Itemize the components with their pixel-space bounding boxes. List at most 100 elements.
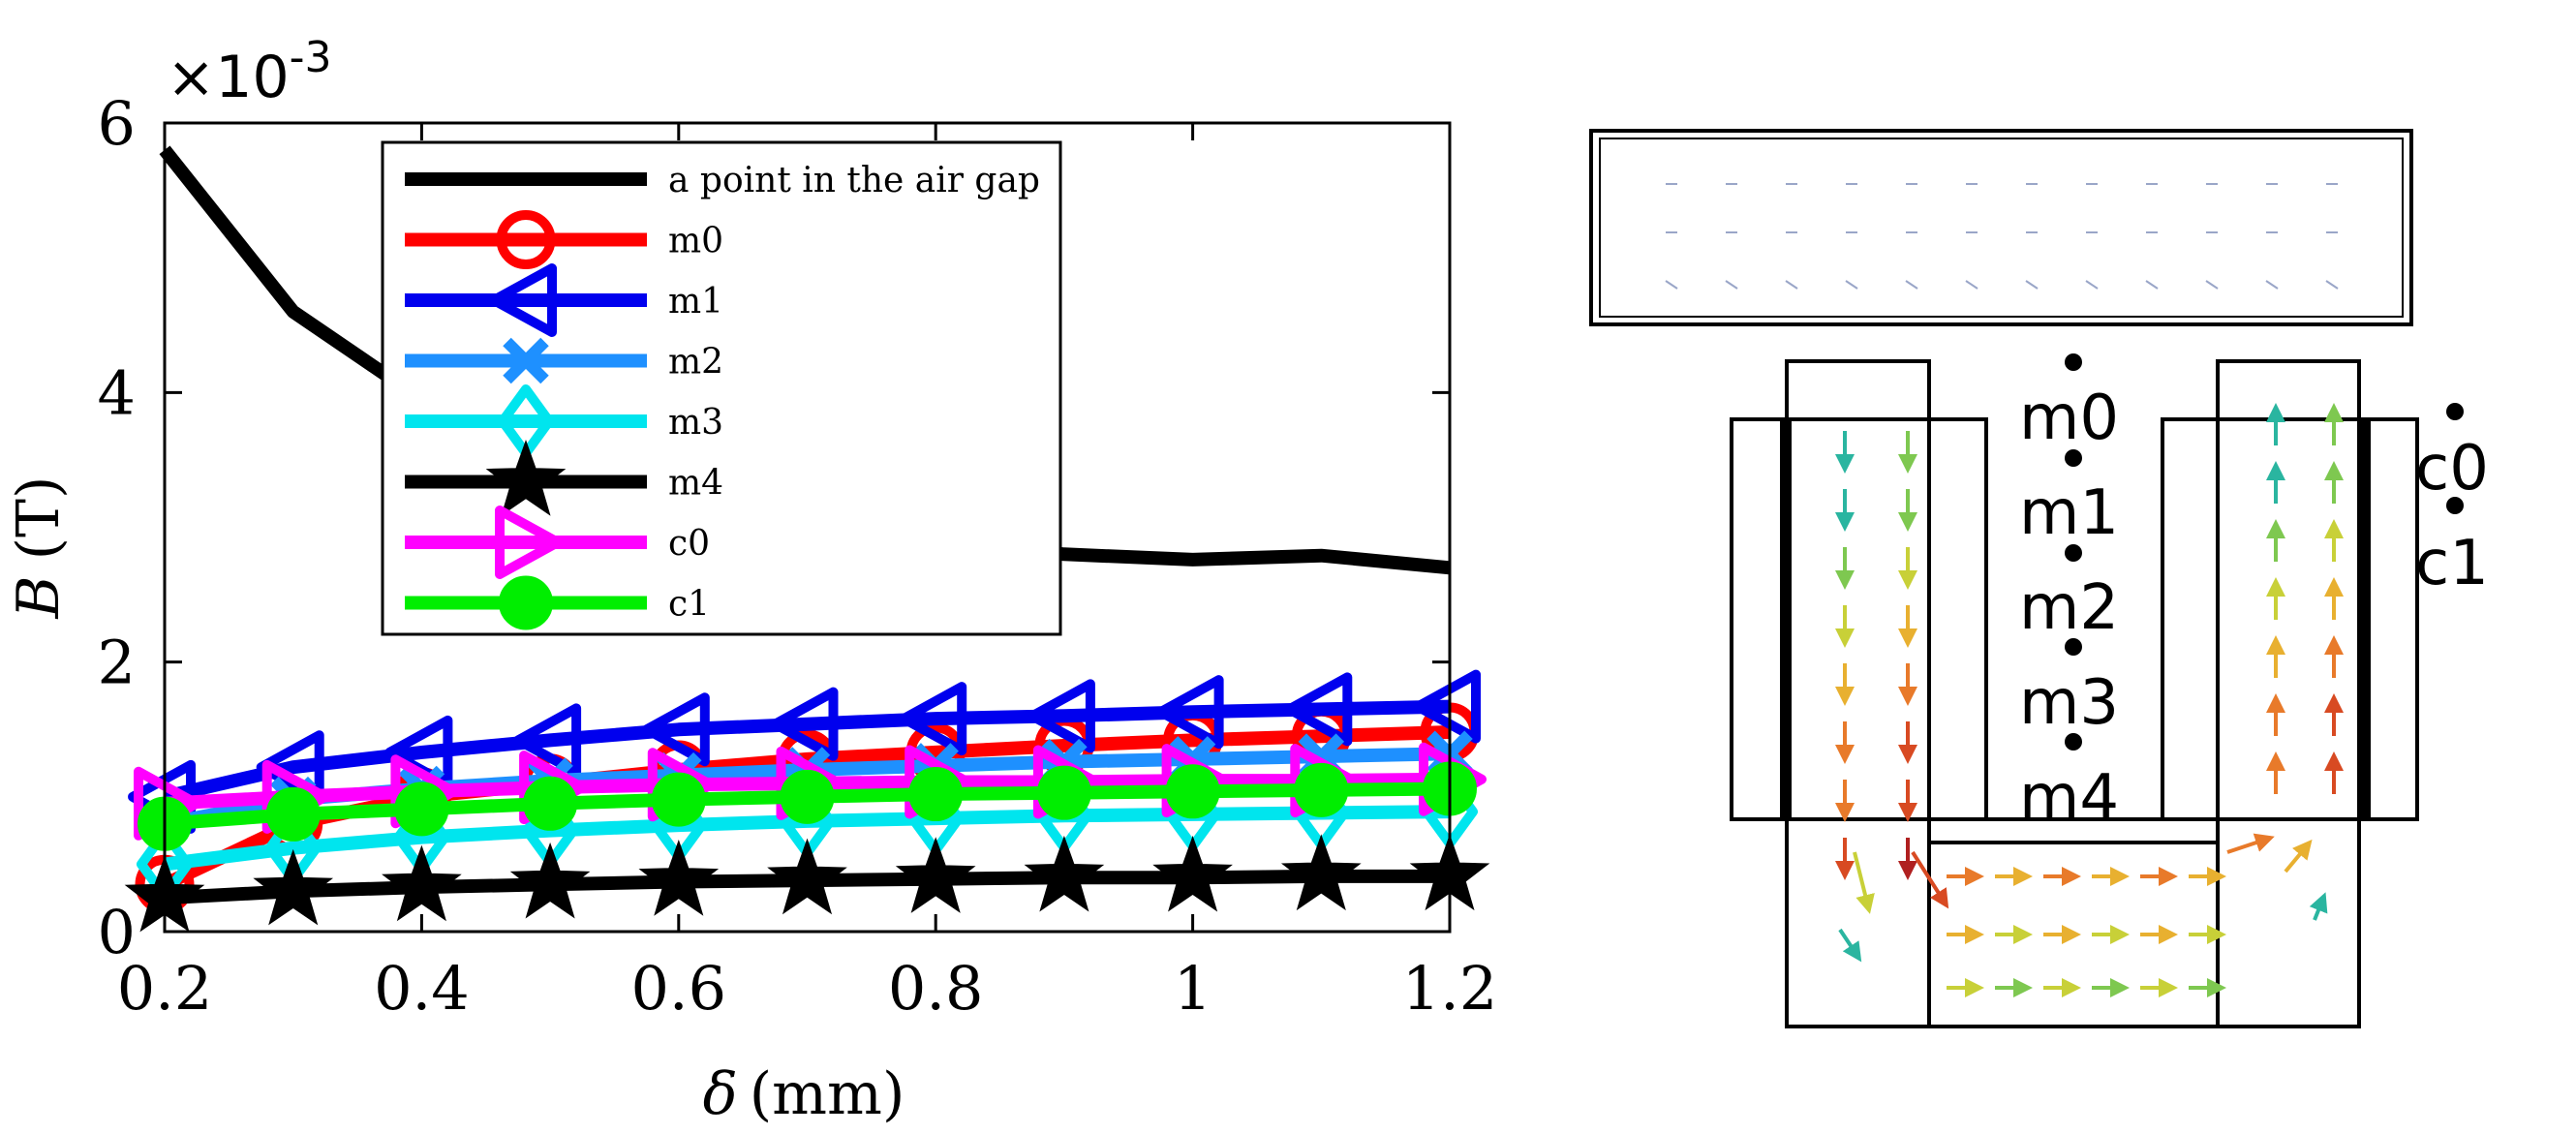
plot-frame bbox=[163, 121, 1452, 934]
marker-triangle-left bbox=[513, 703, 582, 778]
legend-label: m1 bbox=[668, 282, 723, 322]
y-exponent: ×10-3 bbox=[167, 33, 332, 111]
left-coil-inner-edge bbox=[1780, 419, 1792, 819]
armature-inner bbox=[1599, 138, 2404, 318]
marker-triangle-left bbox=[1413, 669, 1481, 744]
x-tick-label: 0.8 bbox=[888, 953, 984, 1024]
marker-circle-filled bbox=[394, 782, 449, 837]
field-dot bbox=[1665, 280, 1678, 290]
y-axis-label-unit: (T) bbox=[5, 476, 73, 561]
point-m2-dot bbox=[2065, 544, 2082, 562]
point-label-m4: m4 bbox=[2019, 762, 2119, 834]
point-m3-dot bbox=[2065, 638, 2082, 656]
x-tick-label: 1.2 bbox=[1402, 953, 1498, 1024]
x-tick-label: 1 bbox=[1174, 953, 1211, 1024]
marker-triangle-left bbox=[489, 263, 557, 337]
point-labels: m0 m1 m2 m3 m4 c0 c1 bbox=[2019, 383, 2489, 834]
point-label-m2: m2 bbox=[2019, 572, 2119, 644]
legend-entry: m0 bbox=[405, 210, 723, 269]
marker-star bbox=[1024, 835, 1105, 912]
legend-label: m2 bbox=[668, 343, 723, 383]
point-c0-dot bbox=[2446, 403, 2464, 420]
marker-star bbox=[382, 844, 462, 922]
marker-triangle-left bbox=[770, 687, 839, 761]
marker-star bbox=[1280, 834, 1362, 911]
series-line bbox=[163, 699, 1451, 804]
marker-circle-filled bbox=[523, 776, 578, 831]
legend-label: m4 bbox=[668, 464, 723, 504]
legend-entry: m1 bbox=[405, 263, 723, 337]
marker-triangle-left bbox=[1155, 675, 1224, 750]
point-label-m1: m1 bbox=[2019, 477, 2119, 549]
marker-circle-filled bbox=[1165, 764, 1220, 819]
point-label-c1: c1 bbox=[2415, 528, 2489, 599]
field-dot bbox=[2205, 280, 2219, 290]
y-tick-label: 0 bbox=[98, 897, 136, 967]
marker-circle-filled bbox=[651, 772, 706, 827]
field-dots bbox=[1665, 183, 2339, 290]
marker-star bbox=[895, 837, 976, 913]
flux-arrow bbox=[1911, 850, 1949, 909]
field-dot bbox=[1785, 280, 1798, 290]
point-m1-dot bbox=[2065, 449, 2082, 467]
point-m4-dot bbox=[2065, 733, 2082, 751]
marker-star bbox=[767, 838, 847, 915]
legend-entry: m2 bbox=[405, 337, 723, 384]
legend-label: c0 bbox=[668, 524, 710, 564]
x-tick-label: 0.6 bbox=[630, 953, 726, 1024]
field-dot bbox=[2085, 280, 2099, 290]
y-tick-label: 4 bbox=[98, 357, 136, 428]
marker-triangle-left bbox=[899, 682, 967, 756]
marker-circle-filled bbox=[499, 575, 553, 630]
legend-entry: a point in the air gap bbox=[405, 161, 1040, 200]
legend-label: a point in the air gap bbox=[668, 161, 1040, 200]
right-pole bbox=[2216, 359, 2361, 821]
y-tick-label: 2 bbox=[98, 628, 136, 698]
y-exponent-power: -3 bbox=[290, 33, 332, 82]
flux-arrow bbox=[1853, 851, 1875, 914]
field-dot bbox=[2265, 280, 2279, 290]
field-diagram: m0 m1 m2 m3 m4 c0 c1 bbox=[1589, 129, 2489, 1028]
marker-star bbox=[509, 842, 591, 919]
point-label-m3: m3 bbox=[2019, 667, 2119, 739]
legend-box bbox=[381, 140, 1062, 636]
x-tick-label: 0.4 bbox=[374, 953, 470, 1024]
field-dot bbox=[1905, 280, 1918, 290]
y-axis-label-symbol: B bbox=[5, 575, 73, 619]
marker-triangle-left bbox=[1027, 679, 1095, 753]
marker-circle bbox=[496, 210, 556, 269]
point-c1-dot bbox=[2446, 497, 2464, 514]
x-axis-label-unit: (mm) bbox=[750, 1060, 905, 1128]
legend-entry: m4 bbox=[405, 440, 723, 516]
x-axis-label: δ(mm) bbox=[703, 1060, 905, 1128]
field-dot bbox=[1965, 280, 1978, 290]
y-exponent-base: ×10 bbox=[167, 44, 290, 111]
point-label-c0: c0 bbox=[2415, 433, 2489, 505]
x-axis-label-symbol: δ bbox=[703, 1060, 738, 1128]
right-coil bbox=[2161, 417, 2419, 821]
right-coil-inner-edge bbox=[2359, 419, 2371, 819]
point-label-m0: m0 bbox=[2019, 383, 2119, 454]
armature-outer bbox=[1589, 129, 2413, 326]
flux-arrows bbox=[1835, 403, 2344, 997]
series-layer bbox=[124, 145, 1490, 933]
marker-star bbox=[638, 840, 720, 916]
flux-arrow bbox=[2226, 833, 2275, 854]
field-dot bbox=[2025, 280, 2039, 290]
field-dot bbox=[1725, 280, 1738, 290]
marker-star bbox=[253, 848, 334, 926]
field-dot bbox=[2325, 280, 2339, 290]
field-dot bbox=[1845, 280, 1858, 290]
legend-label: m3 bbox=[668, 403, 723, 443]
marker-circle-filled bbox=[908, 767, 964, 822]
flux-arrow bbox=[2284, 839, 2313, 873]
marker-circle-filled bbox=[265, 786, 321, 842]
y-axis-label: B (T) bbox=[5, 476, 73, 620]
y-tick-label: 6 bbox=[98, 88, 136, 159]
marker-circle-filled bbox=[780, 769, 835, 824]
point-m0-dot bbox=[2065, 353, 2082, 371]
marker-triangle-right bbox=[495, 506, 563, 579]
